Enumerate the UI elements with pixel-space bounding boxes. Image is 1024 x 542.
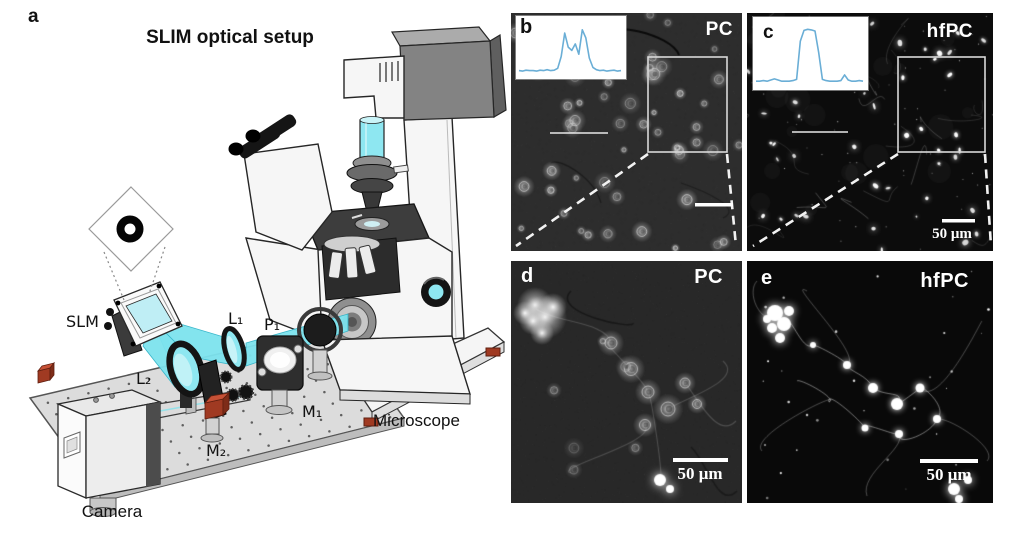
inverted-microscope	[228, 26, 507, 405]
inset-line-profile-plot	[756, 28, 864, 82]
roi-box	[897, 56, 986, 153]
micrograph-panel-e: e hfPC 50 μm	[747, 261, 993, 503]
lens-l1	[221, 326, 247, 372]
panel-c-modality-label: hfPC	[926, 21, 973, 42]
l2-label: L₂	[136, 369, 151, 388]
panel-c-letter: c	[763, 22, 774, 43]
red-cube	[36, 361, 56, 384]
panel-e-letter: e	[761, 267, 773, 289]
scale-bar-label: 50 μm	[932, 226, 972, 242]
scale-bar	[695, 203, 733, 207]
panel-a-title: SLIM optical setup	[146, 27, 314, 48]
p1-label: P₁	[264, 315, 280, 334]
pc-micrograph-zoom-image	[511, 261, 742, 503]
phase-mask-inset	[88, 186, 174, 301]
micrograph-panel-d: d PC 50 μm	[511, 261, 742, 503]
camera	[55, 388, 251, 517]
inset-box: b	[516, 16, 626, 79]
panel-b-modality-label: PC	[705, 19, 733, 40]
camera-label: Camera	[82, 502, 143, 521]
panel-e-modality-label: hfPC	[920, 270, 969, 292]
scale-bar-label: 50 μm	[926, 465, 972, 484]
slm-label: SLM	[66, 312, 99, 331]
panel-d-letter: d	[521, 265, 534, 287]
inset-line-profile-plot	[518, 29, 622, 72]
magnify-dashed-line	[515, 152, 649, 248]
micrograph-panel-b: b PC	[511, 13, 742, 251]
annulus-ring-icon	[116, 215, 144, 243]
m2-label: M₂	[206, 441, 226, 460]
optical-setup-illustration: SLM L₁ P₁ M₁ M₂ L₂ Camera Microscope	[28, 26, 507, 521]
magnify-dashed-line	[983, 153, 993, 247]
scale-bar-label: 50 μm	[677, 464, 723, 483]
l1-label: L₁	[228, 309, 243, 328]
panel-d-modality-label: PC	[694, 266, 723, 288]
red-cube	[203, 392, 231, 420]
magnify-dashed-line	[725, 153, 738, 247]
scale-bar	[920, 459, 978, 463]
roi-box	[647, 56, 728, 153]
m1-label: M₁	[302, 402, 322, 421]
adjustment-knob	[237, 383, 255, 401]
lens-l2	[166, 340, 206, 408]
inset-box: c	[753, 17, 868, 90]
panel-a-label: a	[28, 6, 39, 27]
scale-bar	[942, 219, 975, 223]
magnify-dashed-line	[752, 152, 899, 248]
scale-bar	[673, 458, 728, 462]
microscope-label: Microscope	[373, 411, 460, 430]
polarizer-p1	[256, 335, 304, 415]
mirror-mount-m1	[297, 307, 343, 381]
panel-b-letter: b	[520, 16, 533, 38]
micrograph-panel-c: c hfPC 50 μm	[747, 13, 993, 251]
slm-device	[104, 281, 183, 357]
